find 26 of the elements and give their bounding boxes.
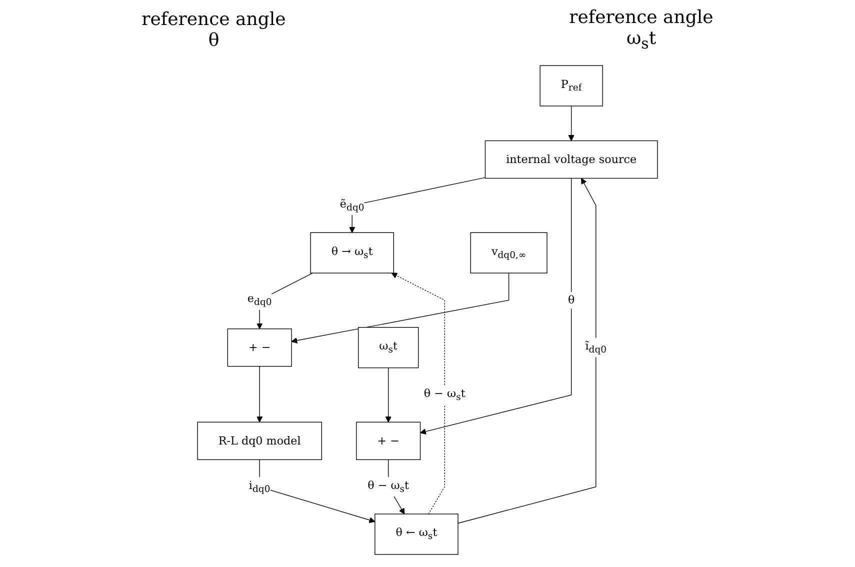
node-box: v$_{dq0,∞}$ <box>470 232 548 274</box>
arrow <box>259 459 376 523</box>
node-box: + − <box>227 328 292 367</box>
edge-label: i$_{dq0}$ <box>248 478 270 495</box>
edge-label: θ − ω$_{s}$t <box>368 478 410 495</box>
node-box: P$_{ref}$ <box>540 65 603 106</box>
node-box: θ ← ω$_{s}$t <box>374 514 458 555</box>
node-box: internal voltage source <box>484 140 658 179</box>
node-box: + − <box>356 422 421 460</box>
arrow <box>458 178 596 524</box>
node-box: θ → ω$_{s}$t <box>310 232 394 274</box>
edge-label: e$_{dq0}$ <box>247 292 272 308</box>
edge-label: ĩ$_{dq0}$ <box>585 339 607 356</box>
edge-label: θ − ω$_{s}$t <box>424 386 466 403</box>
arrow <box>391 272 445 514</box>
edge-label: θ <box>568 293 575 306</box>
node-box: R-L dq0 model <box>197 422 322 460</box>
arrow <box>568 106 574 142</box>
arrow <box>256 366 263 422</box>
edge-label: ẽ$_{dq0}$ <box>340 197 364 214</box>
arrow <box>385 367 392 422</box>
axis-frame-label: reference angle θ <box>140 9 287 51</box>
axis-frame-label: reference angle ω$_{s}$t <box>568 7 714 53</box>
node-box: ω$_{s}$t <box>358 327 419 368</box>
arrow <box>420 178 572 434</box>
arrow <box>291 272 510 344</box>
